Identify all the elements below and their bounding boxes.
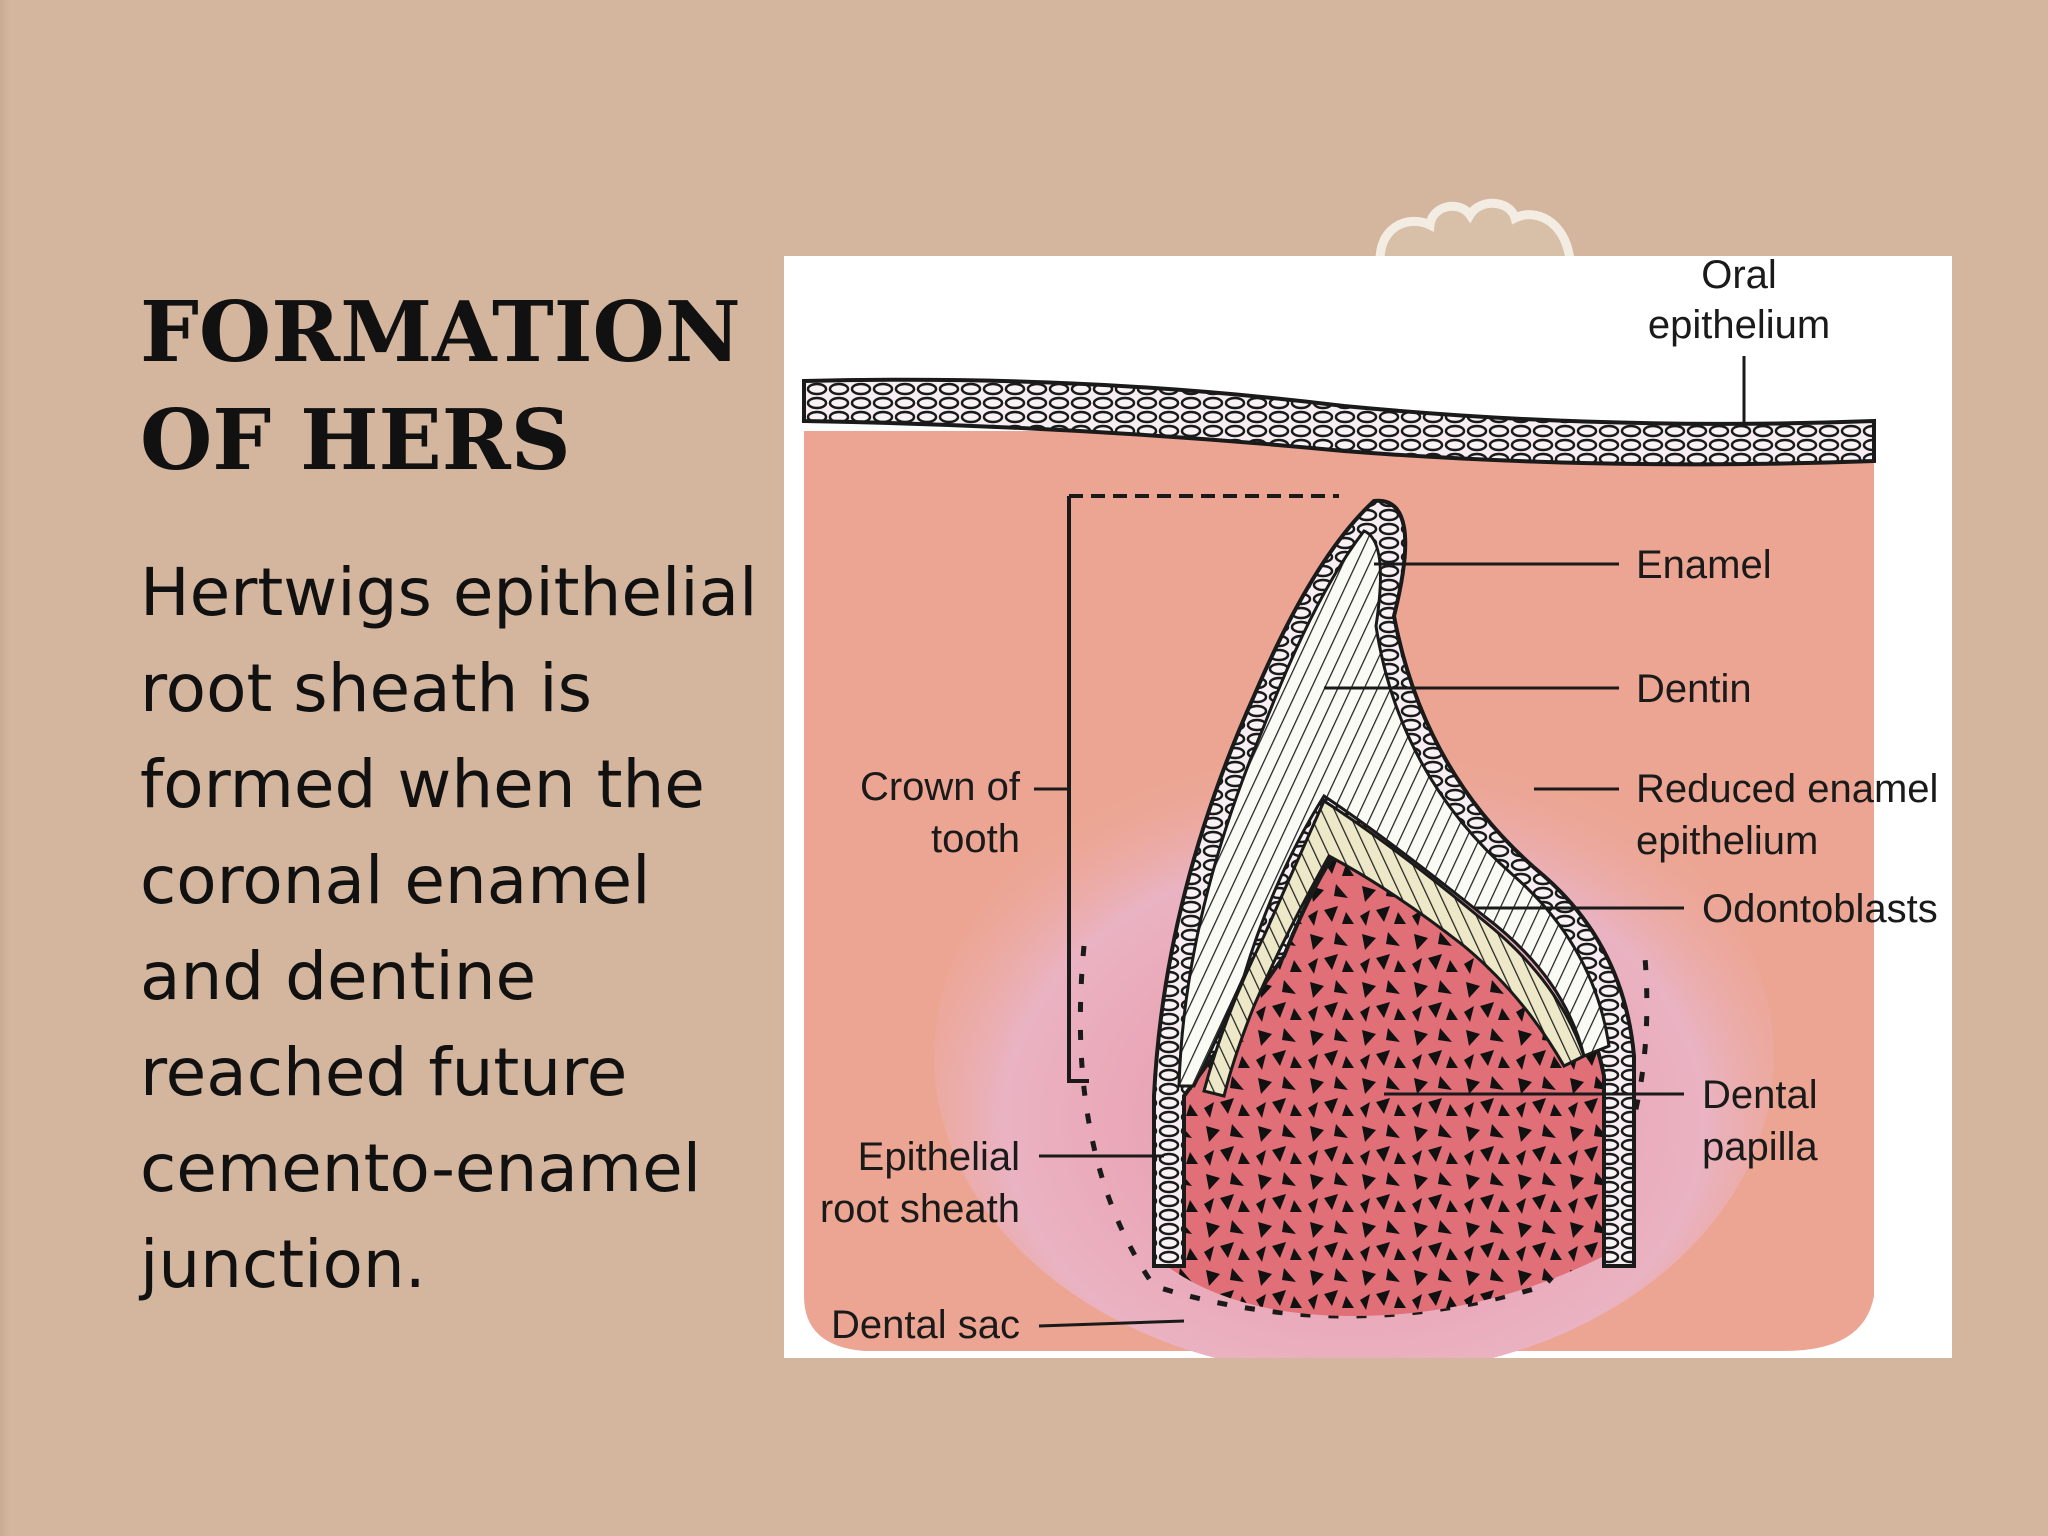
- dental-sac-leader: [1038, 1319, 1185, 1328]
- label-oral-epithelium: Oral: [1701, 256, 1777, 297]
- label-reduced-enamel-epithelium: Reduced enamel: [1636, 767, 1938, 811]
- label-epithelial-root-sheath: root sheath: [820, 1187, 1020, 1231]
- body-line: cemento-enamel: [140, 1130, 702, 1207]
- label-reduced-enamel-epithelium: epithelium: [1636, 819, 1818, 863]
- tooth-development-diagram: Oral epithelium Enamel Dentin Reduced en…: [784, 256, 1952, 1358]
- dentin-layer: [1202, 798, 1586, 1098]
- body-line: root sheath is: [140, 650, 592, 727]
- label-epithelial-root-sheath: Epithelial: [858, 1135, 1020, 1179]
- body-line: formed when the: [140, 746, 705, 823]
- label-odontoblasts: Odontoblasts: [1702, 887, 1938, 931]
- label-dental-sac: Dental sac: [831, 1303, 1020, 1347]
- title-line: FORMATION: [140, 283, 741, 381]
- body-line: Hertwigs epithelial: [140, 554, 758, 631]
- title-line: OF HERS: [140, 391, 571, 489]
- slide-title: FORMATION OF HERS: [140, 278, 741, 494]
- reduced-enamel-epithelium: [1152, 498, 1636, 1268]
- decorative-ornament: [1375, 198, 1575, 260]
- body-line: junction.: [140, 1226, 426, 1303]
- body-line: coronal enamel: [140, 842, 651, 919]
- label-dental-papilla: Dental: [1702, 1073, 1818, 1117]
- slide-body-text: Hertwigs epithelial root sheath is forme…: [140, 545, 780, 1313]
- label-dentin: Dentin: [1636, 667, 1752, 711]
- label-dental-papilla: papilla: [1702, 1125, 1818, 1169]
- body-line: and dentine: [140, 938, 537, 1015]
- body-line: reached future: [140, 1034, 628, 1111]
- crown-bracket: [1067, 496, 1089, 1083]
- enamel-layer: [1177, 529, 1611, 1088]
- label-enamel: Enamel: [1636, 543, 1772, 587]
- label-crown-of-tooth: Crown of: [860, 765, 1021, 809]
- label-crown-of-tooth: tooth: [931, 817, 1020, 861]
- oral-epithelium: [802, 377, 1876, 467]
- label-oral-epithelium: epithelium: [1648, 303, 1830, 347]
